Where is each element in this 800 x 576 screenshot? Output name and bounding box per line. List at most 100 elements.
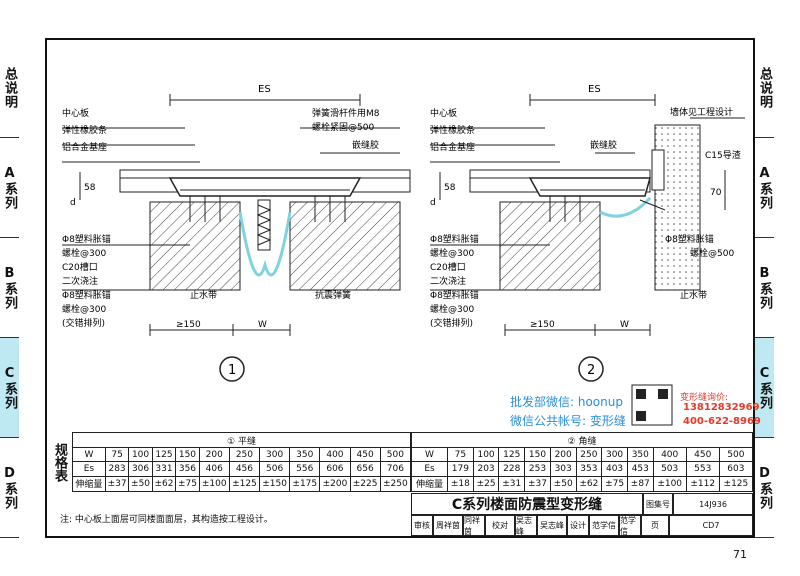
table-cell: ±150	[259, 475, 291, 493]
table-cell: ±18	[447, 475, 474, 493]
table-cell: 100	[472, 447, 500, 463]
drawing-1: ES 中心板 弹性橡胶条 铝合金基座 Φ8塑料胀锚 螺栓@30	[62, 84, 411, 382]
label-stagger-1: (交错排列)	[62, 317, 105, 329]
tab-d-series-right[interactable]: D系列	[755, 438, 774, 538]
table-cell: 331	[151, 461, 177, 477]
table-cell: ±200	[319, 475, 351, 493]
atlas-number: 14J936	[673, 493, 753, 515]
table-cell: ±100	[198, 475, 230, 493]
table-cell: 606	[319, 461, 351, 477]
promo-phone1: 13812832969	[683, 402, 760, 413]
drawing-number-2: 2	[587, 363, 595, 378]
row-header: W	[410, 447, 449, 463]
table-cell: 503	[652, 461, 687, 477]
title-block-cell: 设计	[567, 515, 589, 536]
label-rubber-2: 弹性橡胶条	[430, 124, 475, 136]
label-pour-2: 二次浇注	[430, 275, 466, 287]
tab-b-series-right[interactable]: B系列	[755, 238, 774, 338]
row-header: Es	[410, 461, 449, 477]
label-anchor2-1: Φ8塑料胀锚	[62, 289, 111, 301]
tab-c-series[interactable]: C系列	[0, 338, 19, 438]
tab-c-series-right[interactable]: C系列	[755, 338, 774, 438]
tab-a-series[interactable]: A系列	[0, 138, 19, 238]
table-cell: ±100	[652, 475, 687, 493]
drawing-title: C系列楼面防震型变形缝	[411, 493, 643, 515]
title-block-cell: 同祥茵	[463, 515, 485, 536]
label-wall-2: 墙体见工程设计	[670, 106, 733, 118]
promo-account: 微信公共帐号: 变形缝	[510, 414, 626, 428]
title-block-cell: 吴志峰	[537, 515, 567, 536]
label-c15-2: C15导渣	[705, 149, 741, 161]
table-cell: ±125	[228, 475, 261, 493]
promo-wechat: 批发部微信: hoonup	[510, 395, 623, 409]
drawing-number-1: 1	[228, 363, 236, 378]
title-block-cell: 页	[641, 515, 669, 536]
label-anchor-2: Φ8塑料胀锚	[430, 233, 479, 245]
label-sealant-2: 嵌缝胶	[590, 139, 617, 151]
row-header: Es	[72, 461, 106, 477]
row-header: 伸缩量	[72, 475, 106, 493]
table-cell: 553	[685, 461, 720, 477]
promo-brand: 变形缝询价:	[680, 393, 729, 403]
table-row: 伸缩量±37±50±62±75±100±125±150±175±200±225±…	[72, 475, 412, 493]
table-cell: 400	[319, 447, 351, 463]
right-tabs: 总说明 A系列 B系列 C系列 D系列	[755, 38, 800, 538]
label-bolt-1: 螺栓@300	[62, 247, 106, 259]
tab-a-series-right[interactable]: A系列	[755, 138, 774, 238]
table-row: 伸缩量±18±25±31±37±50±62±75±87±100±112±125	[410, 475, 754, 493]
dim-w-1: W	[258, 320, 267, 330]
table-cell: ±31	[498, 475, 526, 493]
tab-d-series[interactable]: D系列	[0, 438, 19, 538]
table-cell: 283	[104, 461, 130, 477]
table-cell: ±125	[718, 475, 754, 493]
table-cell: ±75	[601, 475, 628, 493]
row-header: W	[72, 447, 106, 463]
left-tabs: 总说明 A系列 B系列 C系列 D系列	[0, 38, 45, 538]
table-cell: 506	[259, 461, 291, 477]
title-block-cell: 校对	[485, 515, 515, 536]
label-rubber-1: 弹性橡胶条	[62, 124, 107, 136]
label-waterstop-2: 止水带	[680, 289, 707, 301]
table-cell: 350	[626, 447, 654, 463]
label-center-plate-1: 中心板	[62, 107, 89, 119]
title-block-cell: 范学信	[619, 515, 641, 536]
tab-b-series[interactable]: B系列	[0, 238, 19, 338]
tab-general-right[interactable]: 总说明	[755, 38, 774, 138]
label-anchor-r-2: Φ8塑料胀锚	[665, 233, 714, 245]
label-bolt-500-1: 螺栓紧固@500	[312, 121, 374, 133]
label-spring-1: 抗震弹簧	[315, 289, 351, 301]
label-stagger-2: (交错排列)	[430, 317, 473, 329]
table-cell: 450	[349, 447, 381, 463]
dim-58-2: 58	[444, 183, 456, 193]
label-c20-1: C20槽口	[62, 261, 98, 273]
spec-label: 规格表	[52, 442, 67, 482]
title-block-cell: 吴志峰	[515, 515, 537, 536]
table-cell: 500	[379, 447, 412, 463]
label-anchor-1: Φ8塑料胀锚	[62, 233, 111, 245]
label-spring-rod-1: 弹簧滑杆件用M8	[312, 107, 380, 119]
table2-title: ② 角缝	[411, 431, 753, 449]
label-bolt2-1: 螺栓@300	[62, 303, 106, 315]
table-cell: ±250	[379, 475, 412, 493]
tab-general[interactable]: 总说明	[0, 38, 19, 138]
drawing-frame	[45, 38, 755, 538]
table-cell: 403	[601, 461, 628, 477]
dim-d-2: d	[430, 198, 436, 208]
table-cell: 356	[175, 461, 200, 477]
table-cell: ±62	[575, 475, 603, 493]
title-block-cell: 范学信	[589, 515, 619, 536]
table-cell: 100	[128, 447, 153, 463]
dim-d-1: d	[70, 198, 76, 208]
dim-150-2: ≥150	[530, 320, 555, 330]
table-cell: ±50	[128, 475, 153, 493]
title-block: C系列楼面防震型变形缝 图集号 14J936 审核周祥茵同祥茵校对吴志峰吴志峰设…	[411, 493, 753, 536]
table-cell: ±75	[175, 475, 200, 493]
label-center-plate-2: 中心板	[430, 107, 457, 119]
dim-70-2: 70	[710, 188, 722, 198]
table-cell: 453	[626, 461, 654, 477]
